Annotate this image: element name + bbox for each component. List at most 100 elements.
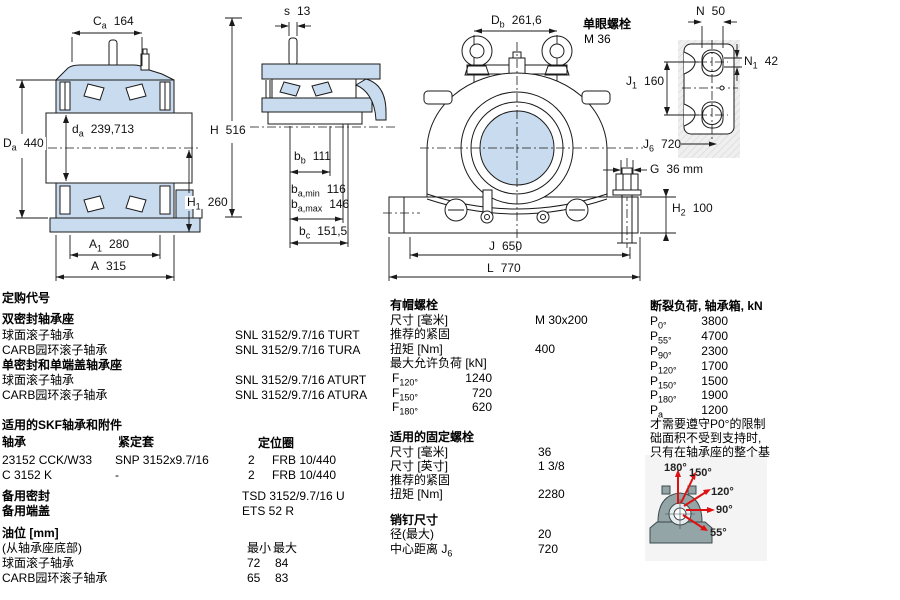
ordering-row-label: 球面滚子轴承 [2, 328, 75, 342]
pin-dia-label: 径(最大) [390, 527, 434, 541]
p-load-value: 3800 [701, 314, 728, 328]
ordering-group2: 单密封和单端盖轴承座 [2, 358, 123, 372]
fix-rec-label: 推荐的紧固 [390, 473, 451, 487]
pin-cc-label: 中心距离 J6 [390, 542, 453, 559]
cap-torque-label: 扭矩 [Nm] [390, 342, 443, 356]
p-load-label: P180° [650, 388, 677, 405]
sleeve-designation: - [115, 468, 119, 482]
cap-bolts-title: 有帽螺栓 [390, 298, 439, 312]
col-header-ring: 定位圈 [258, 436, 295, 450]
sleeve-designation: SNP 3152x9.7/16 [115, 453, 209, 467]
ordering-row-value: SNL 3152/9.7/16 ATURT [235, 373, 367, 387]
fix-bolts-title: 适用的固定螺栓 [390, 430, 475, 444]
ordering-group1: 双密封轴承座 [2, 312, 75, 326]
angle-label-150: 150° [689, 467, 712, 479]
pins-title: 销钉尺寸 [390, 513, 439, 527]
loads-note: 只有在轴承座的整个基 [650, 445, 771, 459]
spare-cover-value: ETS 52 R [242, 504, 295, 518]
oil-row-label: 球面滚子轴承 [2, 556, 75, 570]
ordering-row-value: SNL 3152/9.7/16 TURT [235, 328, 360, 342]
p-load-label: P150° [650, 374, 677, 391]
p-load-value: 4700 [701, 329, 728, 343]
fix-size-mm-label: 尺寸 [毫米] [390, 445, 449, 459]
p-load-value: 1500 [701, 374, 728, 388]
f-load-label: F150° [392, 386, 418, 403]
ring-qty: 2 [248, 453, 255, 467]
p-load-label: Pa [650, 403, 664, 420]
col-header-sleeve: 紧定套 [118, 435, 155, 449]
angle-label-180: 180° [664, 462, 687, 474]
oil-max-value: 83 [275, 571, 289, 585]
pin-cc-value: 720 [538, 542, 559, 556]
oil-row-label: CARB园环滚子轴承 [2, 571, 108, 585]
cap-size-label: 尺寸 [毫米] [390, 313, 449, 327]
load-direction-figure [645, 455, 767, 561]
f-load-label: F180° [392, 400, 418, 417]
f-load-value: 1240 [465, 371, 492, 385]
cap-rec-label: 推荐的紧固 [390, 327, 451, 341]
ordering-row-value: SNL 3152/9.7/16 TURA [235, 343, 361, 357]
eyebolt-title: 单眼螺栓 [583, 17, 632, 31]
f-load-value: 620 [471, 400, 492, 414]
oil-min-value: 65 [247, 571, 261, 585]
base-plan-view [664, 19, 742, 158]
p-load-value: 1200 [701, 403, 728, 417]
ring-qty: 2 [248, 468, 255, 482]
col-header-bearing: 轴承 [2, 435, 27, 449]
spare-seal-value: TSD 3152/9.7/16 U [242, 489, 345, 503]
p-load-value: 1900 [701, 388, 728, 402]
spare-seal-label: 备用密封 [2, 489, 51, 503]
oil-title: 油位 [mm] [2, 526, 59, 540]
loads-title: 断裂负荷, 轴承箱, kN [650, 299, 763, 313]
oil-subtitle: (从轴承座底部) [2, 541, 82, 555]
cap-maxload-label: 最大允许负荷 [kN] [390, 356, 487, 370]
f-load-value: 720 [471, 386, 492, 400]
ring-designation: FRB 10/440 [272, 453, 337, 467]
side-section-view [250, 22, 396, 248]
f-load-label: F120° [392, 371, 418, 388]
technical-drawings: .ln{stroke:#1a1a1a;stroke-width:1;fill:n… [16, 17, 742, 281]
p-load-label: P0° [650, 314, 667, 331]
housing-front-view [383, 28, 676, 281]
accessories-title: 适用的SKF轴承和附件 [2, 418, 123, 432]
angle-label-55: 55° [710, 527, 727, 539]
front-section-view [16, 17, 242, 281]
fix-size-mm-value: 36 [538, 445, 552, 459]
ordering-row-label: 球面滚子轴承 [2, 373, 75, 387]
ordering-row-value: SNL 3152/9.7/16 ATURA [235, 388, 368, 402]
bearing-designation: 23152 CCK/W33 [2, 453, 93, 467]
fix-size-in-label: 尺寸 [英寸] [390, 459, 449, 473]
p-load-label: P90° [650, 344, 672, 361]
ordering-title: 定购代号 [2, 291, 51, 305]
loads-note: 才需要遵守P0°的限制 [650, 417, 766, 431]
p-load-value: 1700 [701, 359, 728, 373]
ring-designation: FRB 10/440 [272, 468, 337, 482]
spare-cover-label: 备用端盖 [2, 504, 51, 518]
oil-min-header: 最小 [247, 541, 272, 555]
ordering-row-label: CARB园环滚子轴承 [2, 343, 108, 357]
cap-size-value: M 30x200 [535, 313, 588, 327]
bearing-designation: C 3152 K [2, 468, 53, 482]
p-load-value: 2300 [701, 344, 728, 358]
